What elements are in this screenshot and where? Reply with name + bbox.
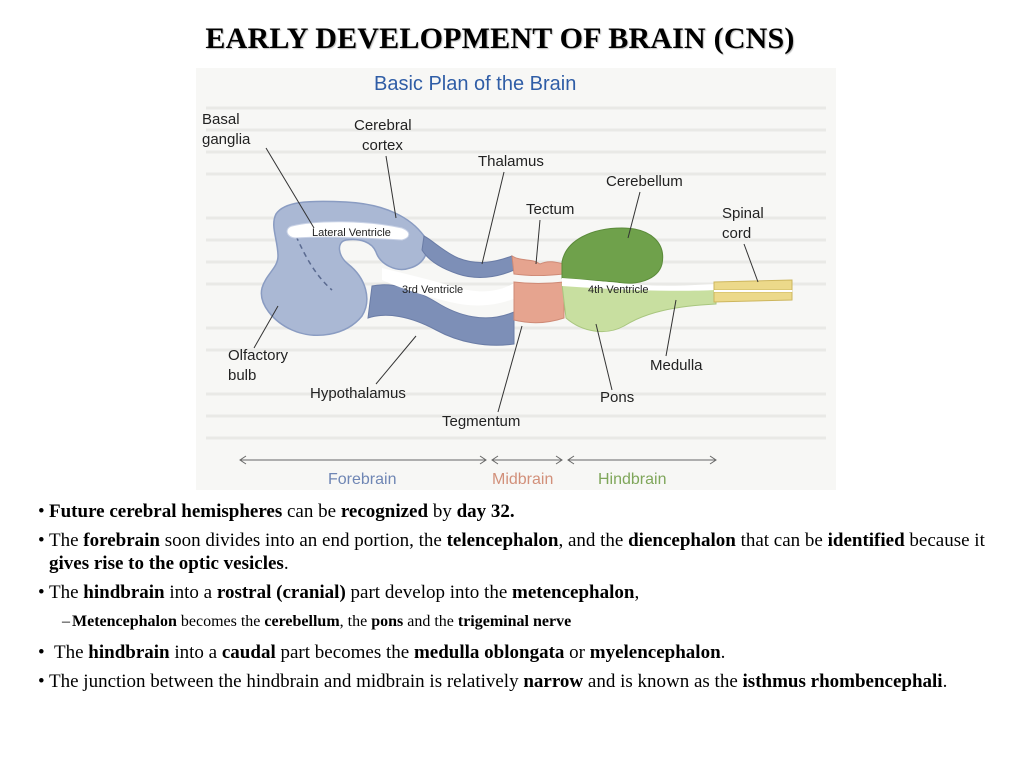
bullet-text: . — [942, 671, 948, 692]
bullet-marker: • — [38, 642, 45, 663]
bullet-text: The — [49, 582, 84, 603]
third-ventricle-cavity — [382, 268, 516, 306]
bullet-text: into a — [164, 582, 217, 603]
region-arrows — [239, 455, 717, 465]
bullet-text-bold: gives rise to the optic vesicles — [49, 553, 284, 574]
fourth-ventricle-cavity — [562, 278, 716, 291]
bullet-text-bold: diencephalon — [628, 530, 736, 551]
midbrain-shape — [511, 255, 565, 324]
label-olfactory-bulb: Olfactory — [228, 347, 289, 364]
bullet-text: soon divides into an end portion, the — [160, 530, 447, 551]
region-midbrain: Midbrain — [492, 471, 553, 488]
bullet-text: and the — [403, 613, 458, 630]
label-cerebellum: Cerebellum — [606, 173, 683, 190]
bullet-text-bold: cerebellum — [264, 613, 340, 630]
slide-title: EARLY DEVELOPMENT OF BRAIN (CNS) — [205, 22, 795, 55]
bullet-text-bold: rostral (cranial) — [216, 582, 346, 603]
label-cerebral-cortex-2: cortex — [362, 137, 403, 154]
diagram-heading: Basic Plan of the Brain — [374, 73, 576, 95]
bullet-marker: • — [38, 530, 45, 551]
bullet-4: • The hindbrain into a caudal part becom… — [38, 641, 1013, 664]
bullet-text: . — [720, 642, 726, 663]
region-forebrain: Forebrain — [328, 471, 396, 488]
label-spinal-cord: Spinal — [722, 205, 764, 222]
label-fourth-ventricle: 4th Ventricle — [588, 284, 649, 296]
bullet-text-bold: pons — [371, 613, 404, 630]
label-basal-ganglia-2: ganglia — [202, 131, 251, 148]
bullet-text-bold: trigeminal nerve — [457, 613, 572, 630]
label-third-ventricle: 3rd Ventricle — [402, 284, 463, 296]
label-spinal-cord-2: cord — [722, 225, 751, 242]
label-pons: Pons — [600, 389, 634, 406]
brain-diagram: Basic Plan of the Brain Basal ganglia Ce… — [196, 68, 836, 490]
bullet-text: , and the — [558, 530, 629, 551]
bullet-text-bold: medulla oblongata — [413, 642, 565, 663]
bullet-text: and is known as the — [583, 671, 743, 692]
bullet-text-bold: hindbrain — [88, 642, 170, 663]
label-cerebral-cortex: Cerebral — [354, 117, 412, 134]
bullet-text: part becomes the — [275, 642, 414, 663]
label-medulla: Medulla — [650, 357, 703, 374]
bullet-text-bold: identified — [827, 530, 905, 551]
bullet-marker: • — [38, 501, 45, 522]
bullet-text: can be — [282, 501, 341, 522]
bullet-text: part develop into the — [345, 582, 513, 603]
bullet-text: , — [634, 582, 640, 603]
bullet-text-bold: metencephalon — [512, 582, 635, 603]
leader-lines — [253, 147, 759, 413]
bullet-marker: • — [38, 671, 45, 692]
bullet-text-bold: narrow — [523, 671, 584, 692]
bullet-text: that can be — [735, 530, 828, 551]
bullet-text: The — [49, 530, 84, 551]
bullet-sub-1: –Metencephalon becomes the cerebellum, t… — [38, 610, 1013, 633]
bullet-text: or — [564, 642, 590, 663]
bullet-2: •The forebrain soon divides into an end … — [38, 529, 1013, 575]
label-tectum: Tectum — [526, 201, 574, 218]
bullet-text-bold: telencephalon — [446, 530, 559, 551]
bullet-1: •Future cerebral hemispheres can be reco… — [38, 500, 1013, 523]
bullet-5: •The junction between the hindbrain and … — [38, 670, 1013, 693]
bullet-text-bold: recognized — [340, 501, 429, 522]
bullet-text: by — [428, 501, 457, 522]
region-hindbrain: Hindbrain — [598, 471, 666, 488]
bullet-text: becomes the — [176, 613, 265, 630]
bullet-3: •The hindbrain into a rostral (cranial) … — [38, 581, 1013, 604]
bullet-text-bold: caudal — [221, 642, 276, 663]
label-basal-ganglia: Basal — [202, 111, 240, 128]
bullet-text: The — [54, 642, 89, 663]
bullet-text-bold: Metencephalon — [72, 613, 177, 630]
bullet-text-bold: forebrain — [83, 530, 160, 551]
label-lateral-ventricle: Lateral Ventricle — [312, 227, 391, 239]
bullet-text-bold: hindbrain — [83, 582, 165, 603]
label-olfactory-bulb-2: bulb — [228, 367, 256, 384]
bullet-marker: – — [62, 613, 70, 630]
bullet-text-bold: isthmus rhombencephali — [742, 671, 943, 692]
lateral-ventricle-cavity — [286, 221, 410, 241]
cerebellum-shape — [561, 227, 664, 284]
label-hypothalamus: Hypothalamus — [310, 385, 406, 402]
bullet-text-bold: myelencephalon — [589, 642, 721, 663]
bullet-text: because it — [904, 530, 985, 551]
label-tegmentum: Tegmentum — [442, 413, 520, 430]
bullet-marker: • — [38, 582, 45, 603]
bullet-text-bold: Future cerebral hemispheres — [49, 501, 283, 522]
label-thalamus: Thalamus — [478, 153, 544, 170]
bullet-text-bold: day 32. — [456, 501, 515, 522]
bullet-text: , the — [339, 613, 372, 630]
bullet-text: . — [283, 553, 289, 574]
bullet-text: into a — [169, 642, 222, 663]
bullet-text: The junction between the hindbrain and m… — [49, 671, 524, 692]
bullet-list: •Future cerebral hemispheres can be reco… — [38, 500, 1013, 699]
